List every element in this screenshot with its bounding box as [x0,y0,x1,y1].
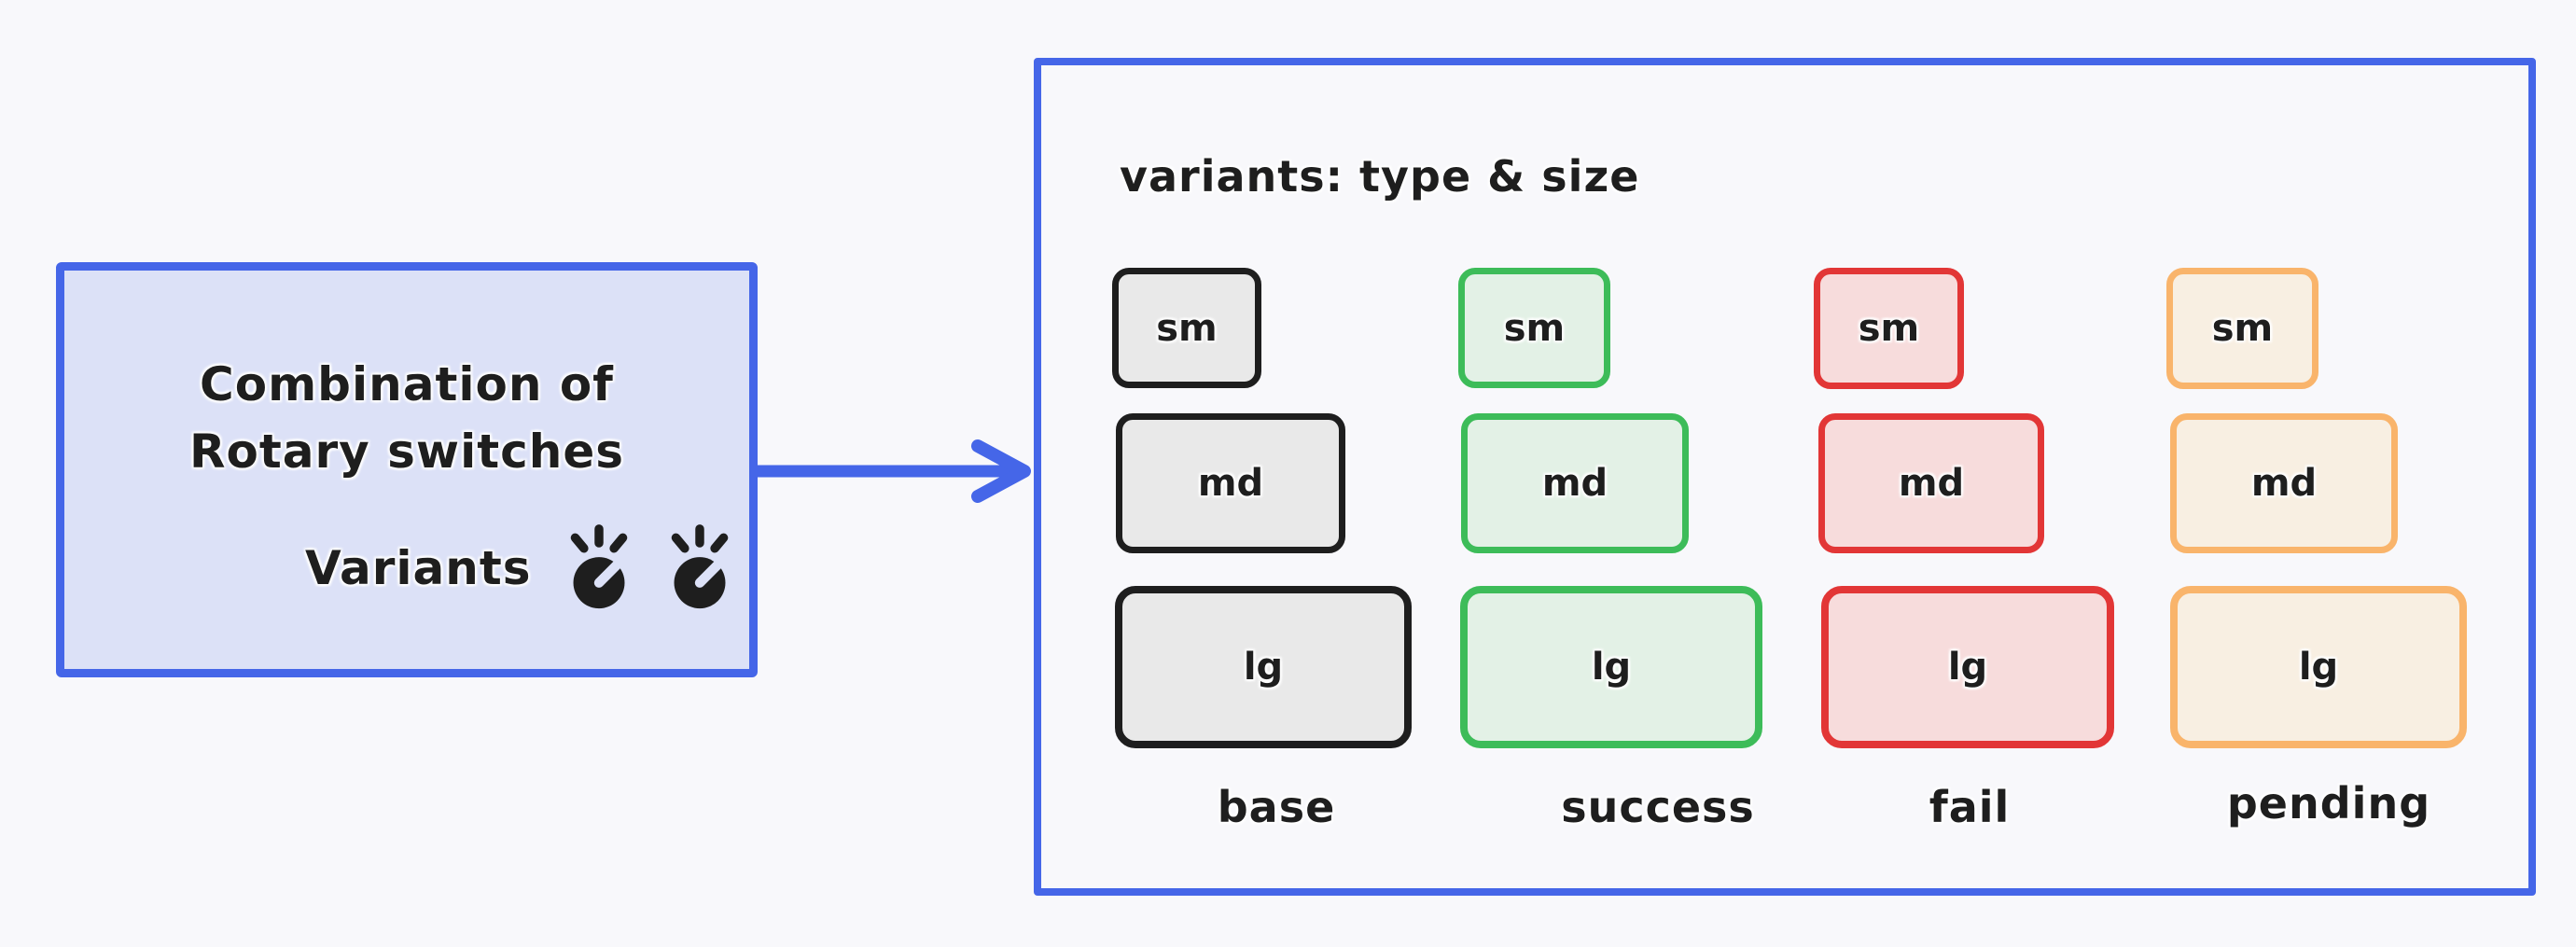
arrow-right-icon [754,439,1031,503]
switch-box-pending-sm: sm [2166,268,2318,389]
left-card-title: Combination of Rotary switches [64,351,749,485]
switch-box-pending-lg: lg [2170,586,2467,748]
switch-box-fail-sm: sm [1814,268,1964,389]
switch-box-base-lg: lg [1115,586,1412,748]
left-card-title-line1: Combination of [200,357,614,411]
switch-box-pending-md: md [2170,413,2398,553]
column-label-pending: pending [2226,778,2431,829]
switch-box-fail-md: md [1818,413,2044,553]
variants-row: Variants [305,522,733,615]
variants-label: Variants [305,541,532,595]
switch-box-success-sm: sm [1458,268,1610,388]
left-card-title-line2: Rotary switches [188,425,625,479]
rotary-knob-icon [671,523,728,608]
left-card: Combination of Rotary switches Variants [56,262,758,677]
column-label-base: base [1217,782,1336,832]
switch-box-fail-lg: lg [1821,586,2114,748]
panel-title: variants: type & size [1120,151,1640,202]
switch-box-base-md: md [1116,413,1345,553]
variants-panel: variants: type & size sm md lg base sm m… [1034,58,2536,896]
switch-box-base-sm: sm [1112,268,1261,388]
rotary-knob-icon [570,523,627,608]
column-label-success: success [1561,782,1755,832]
switch-box-success-md: md [1461,413,1689,553]
switch-box-success-lg: lg [1460,586,1762,748]
column-label-fail: fail [1929,782,2011,832]
